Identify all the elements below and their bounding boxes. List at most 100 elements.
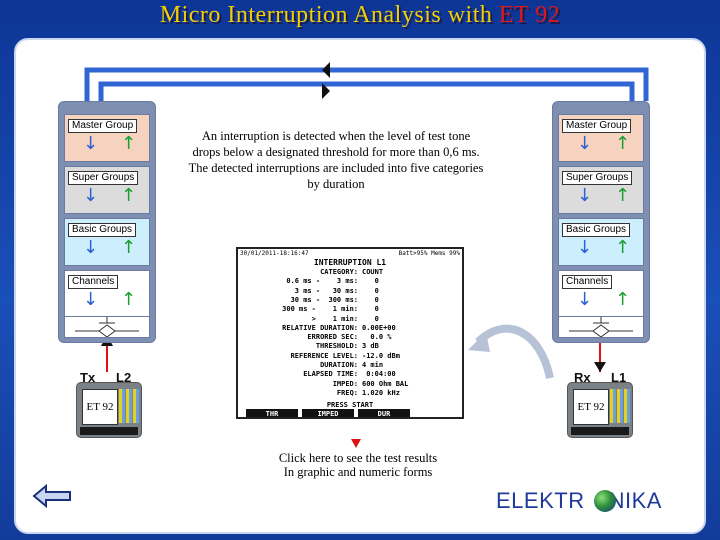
link-arrow-left <box>322 62 330 78</box>
screen-row-value: 600 Ohm BAL <box>362 379 409 388</box>
left-layer-super-groups: Super Groups↓↑ <box>64 166 150 214</box>
intro-text: An interruption is detected when the lev… <box>188 129 484 191</box>
left-hybrid-block <box>64 316 150 338</box>
screen-row-value: 0 <box>362 314 379 323</box>
right-port-line: L1 <box>611 370 627 385</box>
screen-row-value: 3 dB <box>362 342 379 351</box>
screen-status: Batt>95% Mems 99% <box>398 250 460 257</box>
screen-row: ERRORED SEC: 0.0 % <box>242 333 462 342</box>
click-marker-icon <box>351 439 361 448</box>
curved-pointer-arrowhead <box>468 332 490 352</box>
right-port-dir: Rx <box>574 370 591 385</box>
screen-row: ELAPSED TIME: 0:04:00 <box>242 370 462 379</box>
right-connector-arrow <box>594 362 606 372</box>
screen-row-value: 0 <box>362 286 379 295</box>
screen-row-key: 0.6 ms - 3 ms: <box>286 277 358 286</box>
screen-row-key: RELATIVE DURATION: <box>282 323 358 332</box>
up-arrow-icon: ↑ <box>615 237 631 258</box>
up-arrow-icon: ↑ <box>615 185 631 206</box>
right-hierarchy-stack: Master Group↓↑ Super Groups↓↑ Basic Grou… <box>552 101 650 343</box>
left-layer-master-group: Master Group↓↑ <box>64 114 150 162</box>
right-device-label: ET 92 <box>573 389 609 425</box>
screen-row: RELATIVE DURATION: 0.00E+00 <box>242 324 462 333</box>
left-layer-channels: Channels↓↑ <box>64 270 150 318</box>
down-arrow-icon: ↓ <box>83 185 99 206</box>
screen-row-key: > 1 min: <box>311 314 358 323</box>
down-arrow-icon: ↓ <box>83 133 99 154</box>
left-device-label: ET 92 <box>82 389 118 425</box>
instrument-screen[interactable]: 30/01/2011-18:16:47 Batt>95% Mems 99% IN… <box>236 247 464 419</box>
left-port-line: L2 <box>116 370 132 385</box>
results-link-line1: Click here to see the test results <box>278 451 438 465</box>
screen-row-value: -12.0 dBm <box>362 351 400 360</box>
right-layer-basic-groups: Basic Groups↓↑ <box>558 218 644 266</box>
screen-row: FREQ: 1.020 kHz <box>242 389 462 398</box>
screen-row-key: IMPED: <box>332 379 358 388</box>
screen-row-key: 300 ms - 1 min: <box>282 305 358 314</box>
up-arrow-icon: ↑ <box>121 133 137 154</box>
link-arrow-right <box>322 83 330 99</box>
screen-row-value: 0 <box>362 277 379 286</box>
title-prefix: Micro Interruption Analysis with <box>159 2 493 28</box>
down-arrow-icon: ↓ <box>83 237 99 258</box>
slide-title: Micro Interruption Analysis with ET 92 <box>0 2 720 29</box>
right-layer-master-group: Master Group↓↑ <box>558 114 644 162</box>
softkey-dur[interactable]: DUR <box>358 409 410 417</box>
screen-row-value: 0 <box>362 305 379 314</box>
screen-heading: INTERRUPTION L1 <box>313 258 387 267</box>
down-arrow-icon: ↓ <box>577 133 593 154</box>
hybrid-icon <box>569 317 633 338</box>
screen-row: CATEGORY:COUNT <box>242 268 462 277</box>
upper-link-line <box>84 67 649 101</box>
screen-row: THRESHOLD: 3 dB <box>242 342 462 351</box>
brand-left: ELEKTR <box>496 488 585 513</box>
left-port-dir: Tx <box>80 370 96 385</box>
results-link-line2: In graphic and numeric forms <box>283 465 433 479</box>
screen-row: IMPED: 600 Ohm BAL <box>242 380 462 389</box>
screen-row-value: 0.00E+00 <box>362 323 396 332</box>
screen-row-value: 0 <box>362 295 379 304</box>
screen-row-key: ELAPSED TIME: <box>303 370 358 379</box>
right-device[interactable]: ET 92 <box>567 382 633 438</box>
down-arrow-icon: ↓ <box>577 289 593 310</box>
down-arrow-icon: ↓ <box>577 185 593 206</box>
globe-icon <box>594 490 616 512</box>
right-hybrid-block <box>558 316 644 338</box>
screen-row-key: FREQ: <box>336 388 358 397</box>
screen-status-bar: 30/01/2011-18:16:47 Batt>95% Mems 99% <box>240 250 462 257</box>
down-arrow-icon: ↓ <box>577 237 593 258</box>
screen-datetime: 30/01/2011-18:16:47 <box>240 250 309 257</box>
curved-pointer-arrow <box>475 324 554 379</box>
screen-row-key: 30 ms - 300 ms: <box>290 295 358 304</box>
up-arrow-icon: ↑ <box>615 289 631 310</box>
title-product: ET 92 <box>498 2 561 28</box>
softkey-thr[interactable]: THR <box>246 409 298 417</box>
up-arrow-icon: ↑ <box>121 185 137 206</box>
results-link[interactable]: Click here to see the test results In gr… <box>248 451 468 479</box>
screen-row-value: 1.020 kHz <box>362 388 400 397</box>
screen-row: 300 ms - 1 min: 0 <box>242 305 462 314</box>
down-arrow-icon: ↓ <box>83 289 99 310</box>
keypad-icon <box>119 389 139 423</box>
screen-row-key: 3 ms - 30 ms: <box>294 286 358 295</box>
device-footer <box>80 427 138 435</box>
up-arrow-icon: ↑ <box>121 289 137 310</box>
lower-link-line <box>98 81 635 101</box>
screen-row: 0.6 ms - 3 ms: 0 <box>242 277 462 286</box>
softkey-imped[interactable]: IMPED <box>302 409 354 417</box>
left-device[interactable]: ET 92 <box>76 382 142 438</box>
screen-press-start: PRESS START <box>326 401 374 409</box>
back-arrow-icon[interactable] <box>32 484 74 510</box>
screen-row-key: THRESHOLD: <box>315 342 358 351</box>
left-layer-basic-groups: Basic Groups↓↑ <box>64 218 150 266</box>
screen-row: 30 ms - 300 ms: 0 <box>242 296 462 305</box>
screen-row-value: 0:04:00 <box>362 370 396 379</box>
right-layer-channels: Channels↓↑ <box>558 270 644 318</box>
hybrid-icon <box>75 317 139 338</box>
screen-row-key: ERRORED SEC: <box>307 333 358 342</box>
up-arrow-icon: ↑ <box>121 237 137 258</box>
left-hierarchy-stack: Master Group↓↑ Super Groups↓↑ Basic Grou… <box>58 101 156 343</box>
screen-row: > 1 min: 0 <box>242 315 462 324</box>
